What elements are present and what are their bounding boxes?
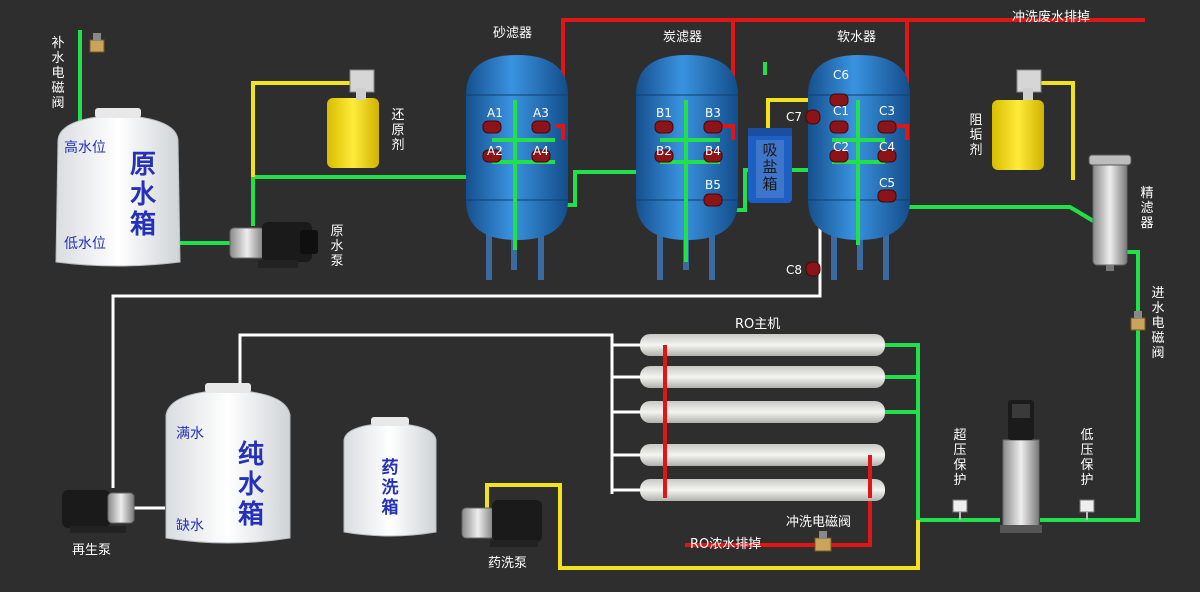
high-level-label: 高水位 (64, 140, 106, 156)
valve-a4-label: A4 (533, 144, 549, 158)
regen-pump-label: 再生泵 (72, 543, 112, 558)
fine-filter-label: 精滤器 (1140, 186, 1154, 231)
valve-c3-label: C3 (879, 104, 896, 118)
pure-tank-label: 纯水箱 (237, 440, 264, 530)
valve-c4-label: C4 (879, 140, 896, 154)
regeneration-pump (62, 490, 135, 533)
ro-host-label: RO主机 (735, 317, 781, 332)
makeup-valve-label: 补水电磁阀 (51, 36, 65, 111)
low-water-label: 缺水 (176, 518, 204, 534)
chemical-wash-tank (343, 417, 437, 537)
brine-tank-label: 吸盐箱 (762, 141, 778, 193)
ro-drain-label: RO浓水排掉 (690, 537, 762, 552)
pure-water-tank (165, 383, 291, 544)
inlet-solenoid-valve (1130, 311, 1146, 331)
valve-a1-label: A1 (487, 106, 503, 120)
carbon-filter-label: 炭滤器 (663, 30, 703, 45)
valve-b4-label: B4 (705, 144, 721, 158)
valve-c6-label: C6 (833, 68, 850, 82)
makeup-solenoid-valve (89, 33, 105, 53)
high-pressure-label: 超压保护 (953, 428, 967, 488)
low-level-label: 低水位 (64, 236, 106, 252)
valve-b5-label: B5 (705, 178, 721, 192)
reducer-dosing-tank (327, 69, 379, 168)
raw-water-pump (229, 222, 318, 268)
chemical-wash-pump (461, 500, 542, 547)
brine-tank (748, 128, 792, 203)
inlet-valve-label: 进水电磁阀 (1151, 286, 1165, 361)
raw-tank-label: 原水箱 (129, 150, 156, 240)
valve-a3-label: A3 (533, 106, 549, 120)
full-level-label: 满水 (176, 426, 204, 442)
yellow-pipes (251, 81, 1075, 570)
low-pressure-switch (1079, 499, 1095, 520)
valve-c1-label: C1 (833, 104, 850, 118)
raw-pump-label: 原水泵 (330, 224, 344, 269)
valve-c8-label: C8 (786, 263, 803, 277)
reducer-label: 还原剂 (391, 108, 405, 153)
flush-solenoid-valve (814, 531, 832, 552)
valve-b2-label: B2 (656, 144, 672, 158)
flush-valve-label: 冲洗电磁阀 (786, 515, 852, 530)
sand-filter-label: 砂滤器 (493, 26, 533, 41)
fine-filter (1088, 154, 1132, 271)
ro-membranes (640, 334, 885, 501)
valve-c7-label: C7 (786, 110, 803, 124)
valve-c5-label: C5 (879, 176, 896, 190)
chem-tank-label: 药洗箱 (381, 458, 399, 518)
valve-b3-label: B3 (705, 106, 721, 120)
valve-b1-label: B1 (656, 106, 672, 120)
raw-water-tank (55, 108, 181, 267)
high-pressure-pump (1000, 400, 1042, 533)
valve-discs (482, 93, 897, 277)
waste-drain-label: 冲洗废水排掉 (1012, 10, 1091, 25)
valve-c2-label: C2 (833, 140, 850, 154)
softener-label: 软水器 (837, 30, 877, 45)
antiscalant-label: 阻垢剂 (969, 113, 983, 158)
chem-pump-label: 药洗泵 (488, 556, 528, 571)
antiscalant-dosing-tank (992, 69, 1044, 170)
valve-a2-label: A2 (487, 144, 503, 158)
white-pipes (111, 215, 822, 510)
low-pressure-label: 低压保护 (1080, 428, 1094, 488)
high-pressure-switch (952, 499, 968, 520)
